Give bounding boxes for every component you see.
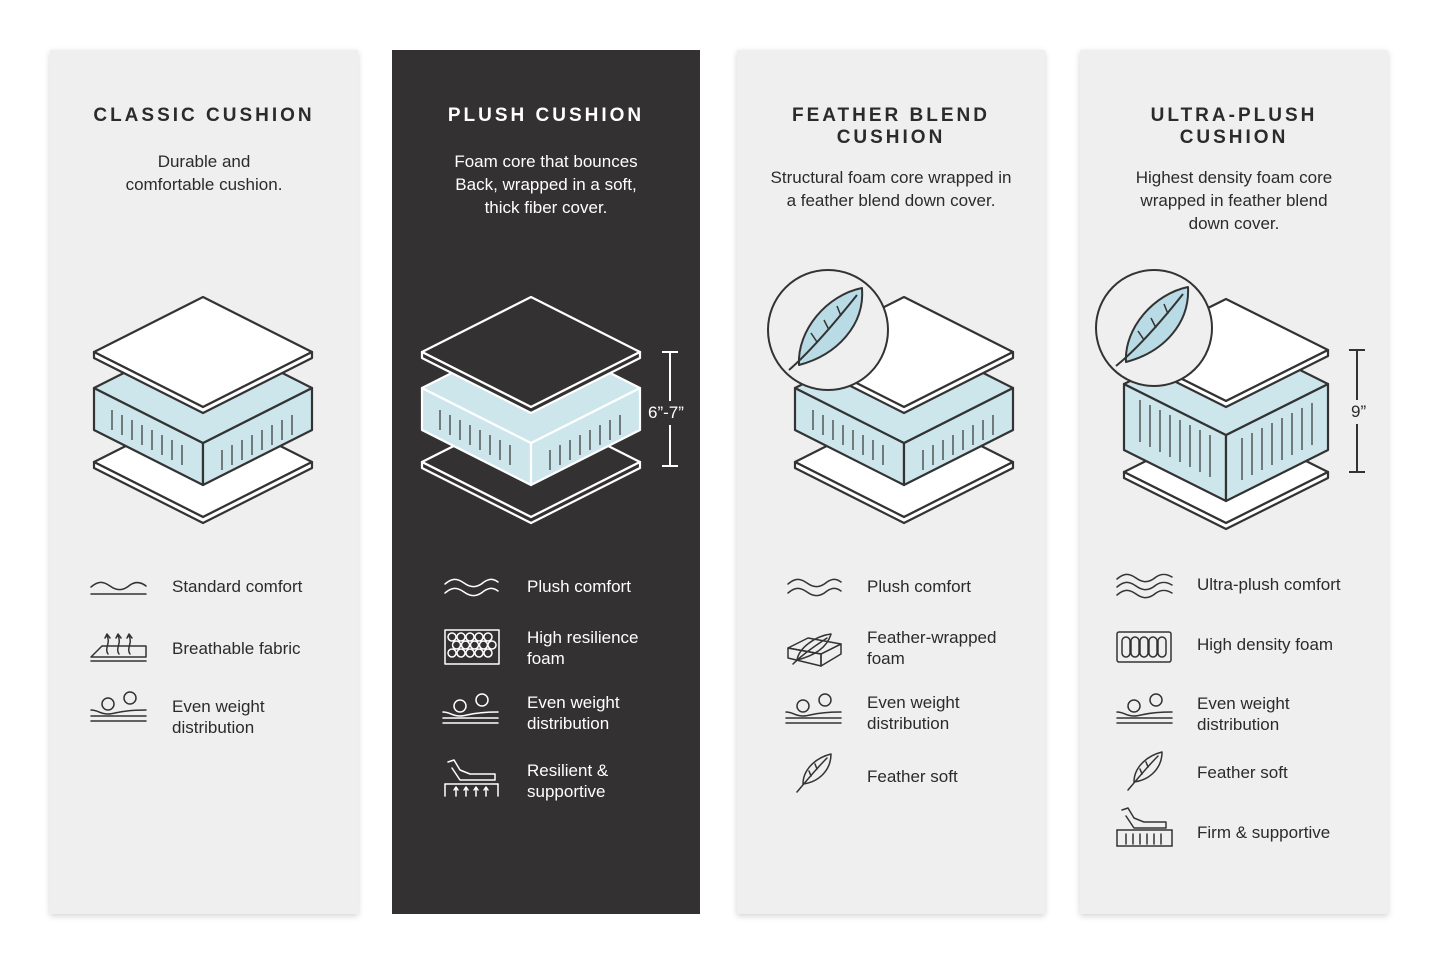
feature-item: Even weight distribution [737,692,1045,748]
resilient-supportive-icon [444,759,499,797]
feature-item: Plush comfort [392,572,700,628]
feature-item: High density foam [1080,628,1388,684]
feature-item: Firm & supportive [1080,807,1388,864]
feature-label: Even weight distribution [1197,694,1290,734]
ultra-plush-comfort-icon [1116,573,1173,599]
feature-item: Even weight distribution [50,688,358,744]
card-title: FEATHER BLEND CUSHION [791,105,991,148]
feature-label: Plush comfort [867,577,971,596]
feature-item: Feather-wrapped foam [737,626,1045,682]
feature-label: Standard comfort [172,577,303,596]
card-title: ULTRA-PLUSH CUSHION [1150,105,1318,148]
plush-comfort-icon [787,578,842,597]
cushion-layers-illustration [1095,269,1365,531]
feature-item: Plush comfort [737,572,1045,628]
feature-item: Even weight distribution [392,692,700,748]
feature-item: Breathable fabric [50,628,358,684]
even-weight-icon [442,693,499,724]
card-description: Structural foam core wrapped in a feathe… [770,168,1012,210]
feather-wrapped-foam-icon [787,633,842,667]
feather-badge [1095,269,1213,387]
feature-label: Firm & supportive [1197,823,1331,842]
feature-label: Even weight distribution [172,697,265,737]
card-title: PLUSH CUSHION [447,105,645,126]
feature-item: Ultra-plush comfort [1080,570,1388,626]
feather-badge [767,269,889,391]
card-description: Durable and comfortable cushion. [125,152,283,194]
card-plush-cushion: 6”-7” PLUSH CUSHION Foam core that bounc… [392,50,700,914]
feature-label: High density foam [1197,635,1334,654]
feature-label: High resilience foam [527,628,639,668]
feather-icon [1127,751,1163,791]
even-weight-icon [785,693,842,724]
firm-supportive-icon [1116,807,1173,847]
cushion-layers-illustration [92,295,314,525]
feature-item: Standard comfort [50,572,358,628]
card-description: Highest density foam core wrapped in fea… [1135,168,1333,233]
card-classic-cushion: CLASSIC CUSHION Durable and comfortable … [50,50,358,914]
feature-label: Even weight distribution [527,693,620,733]
dimension-label: 6”-7” [648,401,684,425]
feature-item: Feather soft [737,753,1045,812]
even-weight-icon [90,691,147,722]
high-density-foam-icon [1116,631,1172,663]
card-ultra-plush-cushion: 9” ULTRA-PLUSH CUSHION Highest density f… [1080,50,1388,914]
feature-item: Feather soft [1080,751,1388,808]
dimension-label: 9” [1351,400,1367,424]
cushion-layers-illustration [767,269,1015,525]
feature-item: Even weight distribution [1080,692,1388,748]
card-feather-blend-cushion: FEATHER BLEND CUSHION Structural foam co… [737,50,1045,914]
breathable-fabric-icon [90,633,147,662]
feature-label: Ultra-plush comfort [1197,575,1341,594]
feature-label: Feather-wrapped foam [867,628,997,668]
standard-comfort-icon [90,581,147,595]
feature-label: Resilient & supportive [527,761,609,801]
feature-item: High resilience foam [392,626,700,682]
cushion-layers-illustration [420,295,678,525]
feature-label: Breathable fabric [172,639,301,658]
feature-label: Feather soft [1197,763,1288,782]
feature-label: Even weight distribution [867,693,960,733]
high-resilience-foam-icon [444,629,500,665]
feature-label: Feather soft [867,767,958,786]
card-title: CLASSIC CUSHION [93,105,315,126]
feature-item: Resilient & supportive [392,759,700,816]
card-description: Foam core that bounces Back, wrapped in … [454,152,638,217]
plush-comfort-icon [444,578,499,597]
feature-label: Plush comfort [527,577,631,596]
feather-icon [796,753,832,793]
even-weight-icon [1116,693,1173,724]
